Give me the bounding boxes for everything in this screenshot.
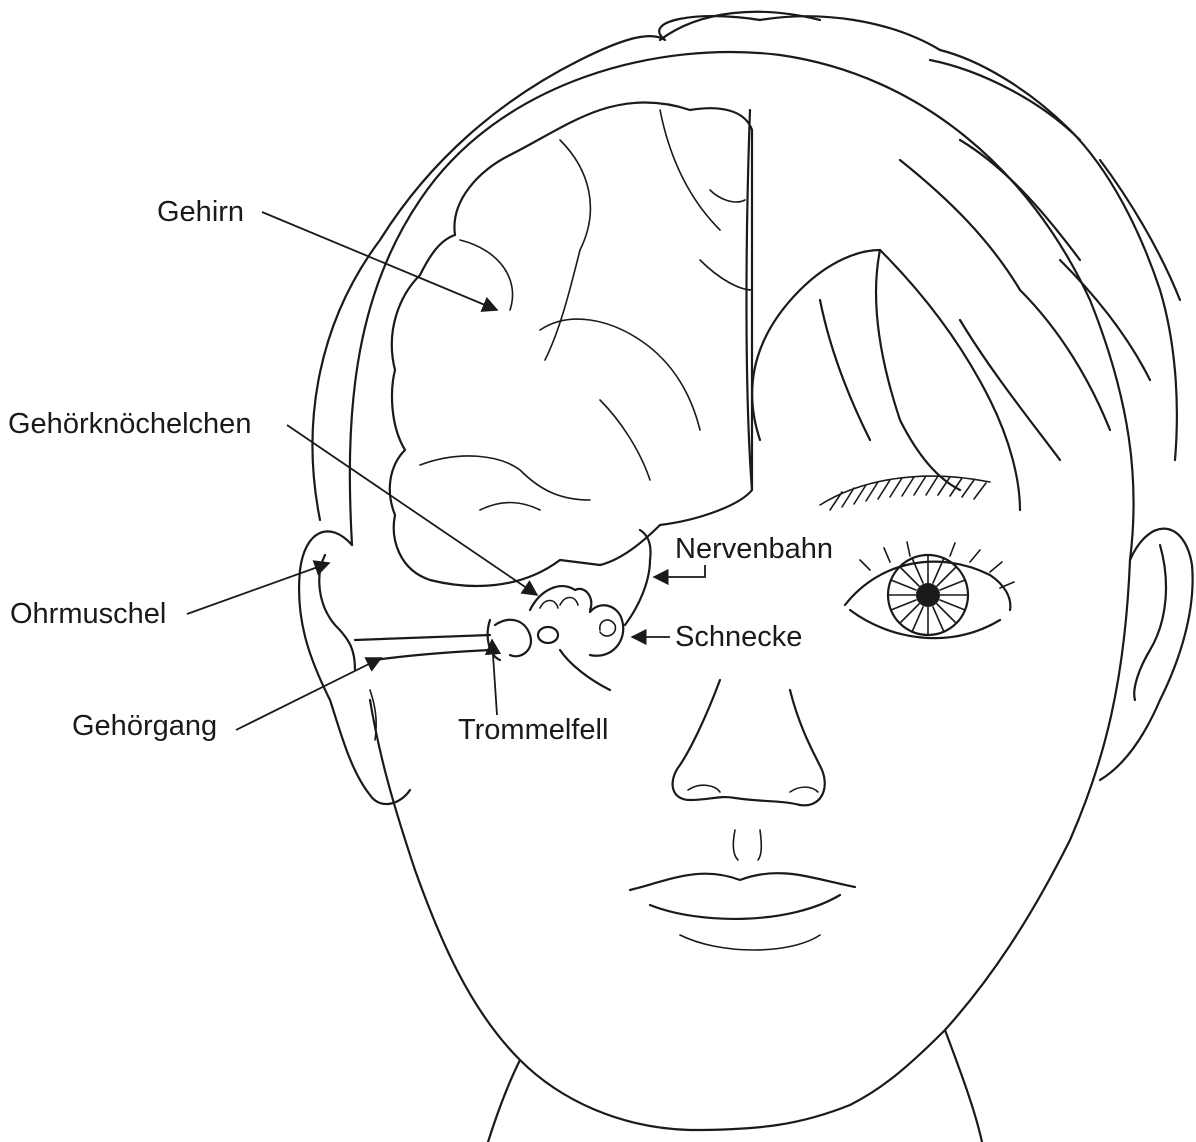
brain-fold xyxy=(660,110,720,230)
nostril xyxy=(790,787,818,792)
hair-strand xyxy=(1100,160,1180,300)
brain xyxy=(390,103,752,586)
brain-fold xyxy=(480,503,540,511)
eyebrow xyxy=(820,476,990,510)
mouth xyxy=(630,873,855,950)
neck-right xyxy=(945,1030,982,1142)
brain-fold xyxy=(460,240,513,310)
label-trommelfell: Trommelfell xyxy=(458,716,608,745)
hair-fringe xyxy=(1060,260,1150,380)
label-nervenbahn: Nervenbahn xyxy=(675,535,833,564)
face-outline xyxy=(350,52,1134,1130)
hair-fringe xyxy=(960,140,1080,260)
eye xyxy=(845,542,1014,638)
hair-strand xyxy=(930,60,1080,140)
brain-fold xyxy=(600,400,650,480)
brain-fold xyxy=(540,319,700,430)
label-gehoergang: Gehörgang xyxy=(72,712,217,741)
philtrum xyxy=(733,830,761,860)
brain-fold xyxy=(700,260,752,290)
nostril xyxy=(688,785,720,792)
ear-canal xyxy=(375,650,490,660)
neck-left xyxy=(488,1060,520,1142)
hair-fringe xyxy=(960,320,1060,460)
hair-fringe xyxy=(900,160,1020,290)
label-gehirn: Gehirn xyxy=(157,198,244,227)
hair-strand xyxy=(660,12,820,40)
right-ear-inner xyxy=(1134,545,1166,700)
hair-fringe xyxy=(1020,290,1110,430)
hair-fringe xyxy=(820,300,870,440)
brain-fold xyxy=(545,140,590,360)
label-ohrmuschel: Ohrmuschel xyxy=(10,600,166,629)
left-ear-inner xyxy=(319,555,355,670)
label-gehoerknoechelchen: Gehörknöchelchen xyxy=(8,410,251,439)
hair-fringe xyxy=(752,250,960,490)
ear-canal xyxy=(355,635,490,640)
brain-fold xyxy=(710,190,745,202)
brain-fold xyxy=(420,456,590,500)
label-schnecke: Schnecke xyxy=(675,623,802,652)
